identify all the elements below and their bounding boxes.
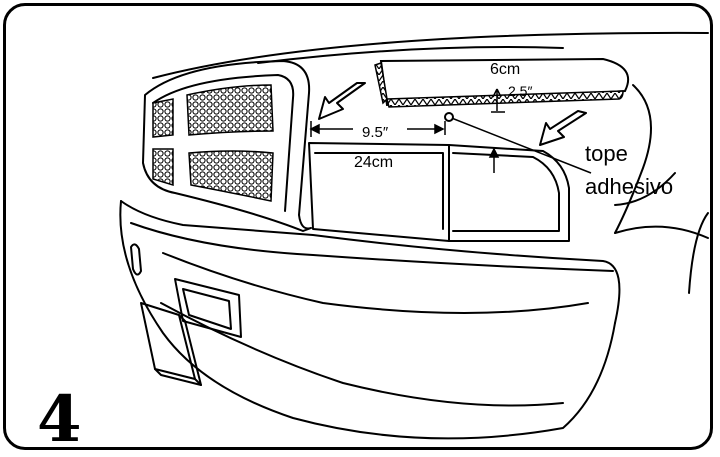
fog-light bbox=[130, 243, 142, 276]
bumper-lower bbox=[119, 200, 616, 440]
grille-mesh bbox=[152, 84, 274, 202]
grille-frame bbox=[142, 60, 312, 232]
tow-hook-recess bbox=[174, 278, 242, 338]
reference-dot bbox=[444, 112, 454, 122]
direction-arrows bbox=[318, 82, 587, 146]
fender-outline bbox=[614, 84, 652, 234]
width-in-label: 9.5″ bbox=[362, 124, 389, 141]
height-in-label: 2.5″ bbox=[508, 83, 533, 99]
illustration-frame: 6cm 2.5″ 9.5″ 24cm tope adhesivo 4 bbox=[3, 3, 713, 450]
bumper-upper bbox=[120, 200, 621, 324]
adhesive-strip bbox=[374, 57, 630, 108]
step-number: 4 bbox=[37, 382, 82, 450]
hood-line bbox=[257, 46, 564, 64]
truck-bumper-illustration bbox=[119, 31, 709, 440]
height-cm-label: 6cm bbox=[490, 61, 521, 78]
width-cm-label: 24cm bbox=[354, 154, 394, 171]
hood-outline bbox=[152, 31, 709, 79]
tope-label: tope bbox=[585, 141, 628, 166]
adhesivo-label: adhesivo bbox=[585, 174, 674, 199]
